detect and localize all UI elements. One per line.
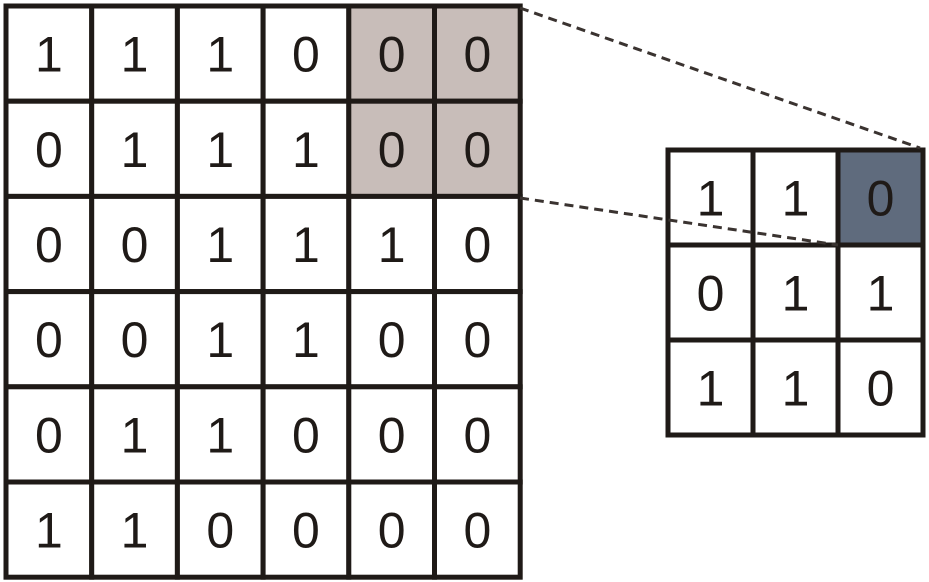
input-matrix-cell-value: 1 (206, 27, 234, 83)
output-matrix-cell-value: 1 (697, 171, 725, 227)
input-matrix-cell-value: 0 (35, 312, 63, 368)
input-matrix-cell-value: 0 (463, 503, 491, 559)
output-matrix-cell-value: 1 (697, 361, 725, 417)
connector-lines (519, 6, 921, 247)
input-matrix-cell-value: 1 (121, 407, 149, 463)
input-matrix-cell-value: 0 (463, 217, 491, 273)
input-matrix-cell (346, 479, 437, 580)
input-matrix-cell-value: 0 (35, 122, 63, 178)
output-matrix-cell-value: 1 (867, 266, 895, 322)
input-matrix-cell-value: 1 (35, 503, 63, 559)
input-matrix-cell-value: 0 (292, 407, 320, 463)
output-matrix-cell-value: 1 (782, 171, 810, 227)
input-matrix-cell-value: 0 (378, 407, 406, 463)
input-matrix-cell (432, 479, 523, 580)
input-matrix-cell-value: 0 (463, 312, 491, 368)
input-matrix-cell-value: 0 (378, 27, 406, 83)
output-matrix-cell-value: 0 (867, 361, 895, 417)
input-matrix-cell-value: 0 (378, 122, 406, 178)
input-matrix-cell (260, 479, 352, 580)
input-matrix-cell-value: 1 (206, 122, 234, 178)
connector-line-bottom (519, 196, 839, 247)
output-matrix-cell-value: 0 (697, 266, 725, 322)
input-matrix-cell-value: 1 (292, 217, 320, 273)
connector-line-top (519, 6, 921, 150)
input-matrix-cell-value: 1 (35, 27, 63, 83)
input-matrix-cell (89, 289, 180, 390)
input-matrix-cell-value: 1 (121, 122, 149, 178)
input-matrix-cell-value: 0 (463, 122, 491, 178)
input-matrix-cell-value: 1 (121, 503, 149, 559)
input-matrix-cell (174, 384, 266, 485)
output-matrix-cell-value: 1 (782, 361, 810, 417)
input-matrix-cell (432, 289, 523, 390)
input-matrix-cell (346, 289, 437, 390)
input-matrix-cell-value: 1 (206, 217, 234, 273)
input-matrix-cell-value: 1 (121, 27, 149, 83)
input-matrix-cell-value: 0 (35, 217, 63, 273)
input-matrix-cell-value: 0 (463, 407, 491, 463)
output-matrix-cell (835, 337, 926, 438)
input-matrix-cell-value: 0 (206, 503, 234, 559)
input-matrix-cell-value: 0 (378, 312, 406, 368)
input-matrix-cell-value: 1 (378, 217, 406, 273)
input-matrix-cell-value: 0 (292, 503, 320, 559)
input-matrix-cell-value: 1 (206, 312, 234, 368)
input-matrix-cell (260, 98, 352, 199)
input-matrix-cell-value: 0 (121, 312, 149, 368)
output-matrix-cell-value: 0 (867, 171, 895, 227)
input-matrix-cell (3, 289, 95, 390)
input-matrix-cell-value: 0 (292, 27, 320, 83)
input-matrix-cell (260, 193, 352, 295)
output-matrix-cell-value: 1 (782, 266, 810, 322)
input-matrix-cell (346, 193, 437, 295)
output-matrix: 1 1 0 0 1 1 1 1 0 (665, 147, 926, 438)
input-matrix-cell-value: 0 (463, 27, 491, 83)
input-matrix-cell (3, 479, 95, 580)
input-matrix-cell-value: 1 (292, 312, 320, 368)
input-matrix-cell (89, 98, 180, 199)
input-matrix-cell (432, 3, 523, 104)
input-matrix: 1 1 1 0 0 0 0 1 1 1 0 0 0 0 1 1 1 0 0 0 1 1 0 0 0 1 1 0 0 0 1 1 0 0 0 0 (3, 3, 523, 580)
input-matrix-cell-value: 0 (378, 503, 406, 559)
input-matrix-cell (432, 384, 523, 485)
input-matrix-cell-value: 0 (121, 217, 149, 273)
input-matrix-cell-value: 0 (35, 407, 63, 463)
input-matrix-cell-value: 1 (292, 122, 320, 178)
input-matrix-cell-value: 1 (206, 407, 234, 463)
